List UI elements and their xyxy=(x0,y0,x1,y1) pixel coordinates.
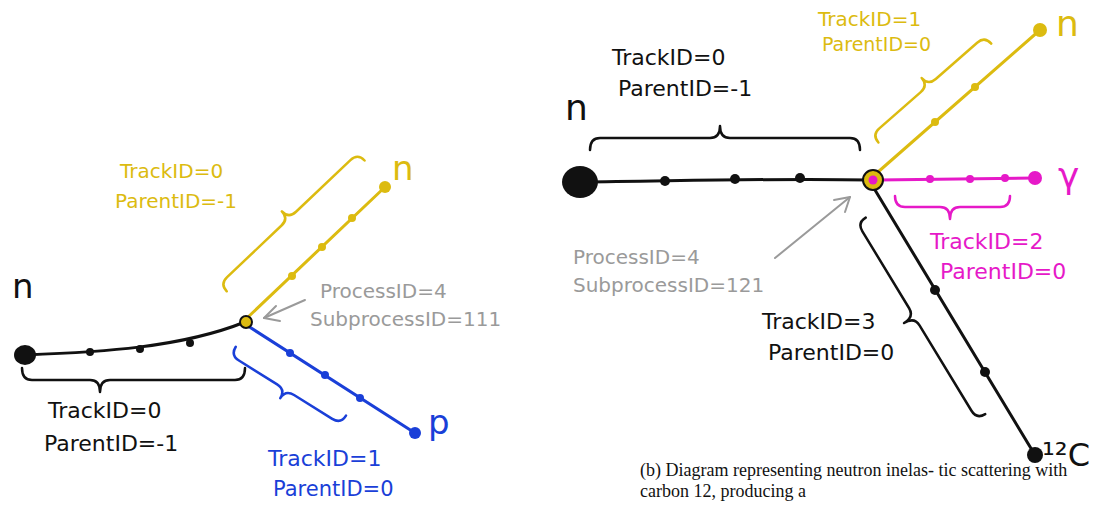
pointer-arrow xyxy=(775,197,850,258)
track-id: TrackID=0 xyxy=(612,46,725,70)
gamma-track xyxy=(878,178,1035,180)
neutron-track xyxy=(25,322,245,355)
track-id: TrackID=3 xyxy=(762,310,875,334)
bracket xyxy=(225,347,346,433)
particle-label: p xyxy=(428,404,450,441)
particle-label: n xyxy=(392,150,414,187)
track-id: TrackID=0 xyxy=(48,399,161,423)
subprocess-id: SubprocessID=121 xyxy=(573,274,764,296)
parent-id: ParentID=0 xyxy=(768,341,894,365)
bracket xyxy=(895,196,1010,219)
particle-label: γ xyxy=(1058,156,1079,196)
bracket xyxy=(22,368,245,392)
bracket xyxy=(213,146,365,291)
particle-label: n xyxy=(1056,4,1079,44)
parent-id: ParentID=-1 xyxy=(618,77,752,101)
parent-id: ParentID=0 xyxy=(822,34,931,55)
parent-id: ParentID=-1 xyxy=(44,432,178,456)
pointer-arrow xyxy=(264,306,280,321)
process-id: ProcessID=4 xyxy=(573,246,700,268)
subprocess-id: SubprocessID=111 xyxy=(310,308,501,330)
figure-caption: (b) Diagram representing neutron inelas-… xyxy=(640,460,1102,502)
parent-id: ParentID=0 xyxy=(940,260,1066,284)
bracket xyxy=(590,126,860,150)
track-id: TrackID=0 xyxy=(120,160,223,182)
track-id: TrackID=2 xyxy=(930,230,1043,254)
track-id: TrackID=1 xyxy=(268,447,381,471)
parent-id: ParentID=-1 xyxy=(115,190,237,212)
track-id: TrackID=1 xyxy=(818,8,921,30)
process-id: ProcessID=4 xyxy=(320,280,447,302)
particle-label: n xyxy=(12,268,34,305)
particle-label: n xyxy=(565,88,588,128)
parent-id: ParentID=0 xyxy=(273,478,394,501)
track-points xyxy=(14,23,1047,463)
pointer-arrow xyxy=(264,300,305,318)
neutron-track xyxy=(580,179,870,182)
pointer-arrow xyxy=(834,197,850,212)
